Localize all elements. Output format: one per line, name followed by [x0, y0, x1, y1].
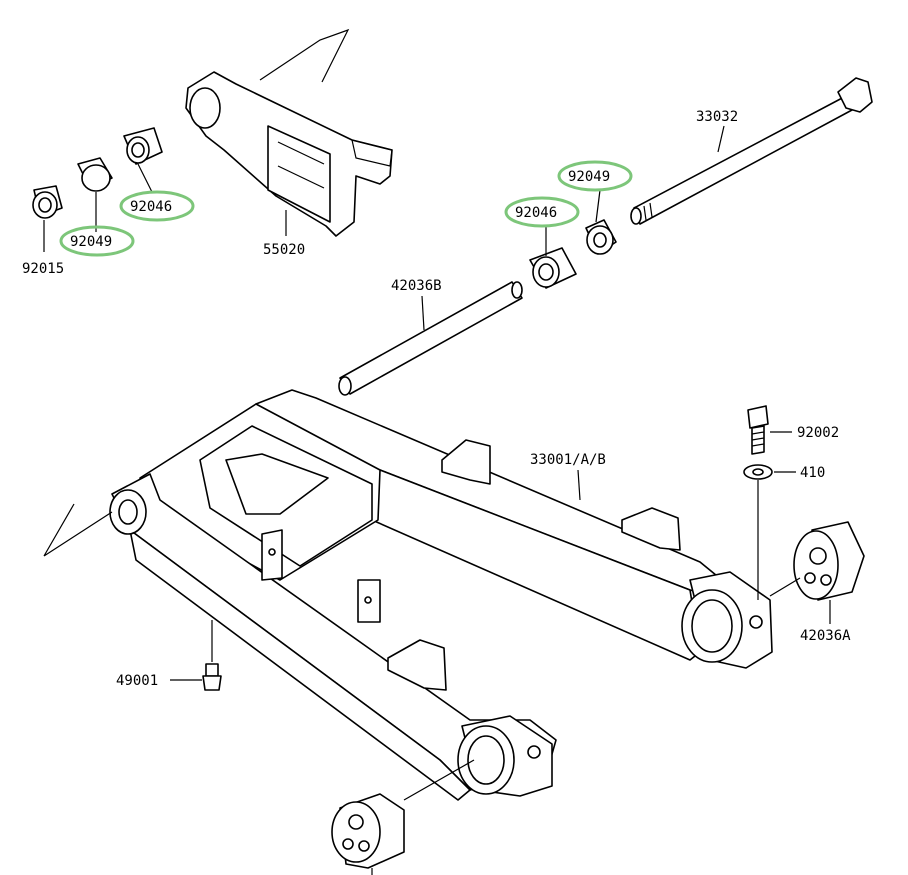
highlight-92049-right	[557, 160, 633, 192]
leader-lines	[43, 125, 831, 875]
bearing-92046-left	[123, 127, 163, 165]
part-labels: 33032 92049 92046 55020 92046 92049 9201…	[22, 109, 851, 689]
highlight-92049-left	[59, 225, 135, 257]
bolt-92002	[747, 405, 769, 455]
highlight-92046-left	[119, 190, 195, 222]
washer-92049-left	[77, 157, 113, 192]
label-92015: 92015	[22, 261, 64, 277]
label-49001: 49001	[116, 673, 158, 689]
label-92046-right: 92046	[515, 205, 557, 221]
label-33032: 33032	[696, 109, 738, 125]
label-92049-left: 92049	[70, 234, 112, 250]
label-33001: 33001/A/B	[530, 452, 606, 468]
bushing-bottom	[331, 793, 405, 869]
torque-link-part	[185, 28, 393, 237]
label-410: 410	[800, 465, 825, 481]
grease-nipple-49001	[202, 663, 222, 691]
highlight-ovals	[59, 160, 633, 257]
bushing-42036A	[793, 521, 865, 601]
collar-92015	[32, 185, 63, 219]
label-55020: 55020	[263, 242, 305, 258]
label-92049-right: 92049	[568, 169, 610, 185]
sleeve-42036B	[338, 281, 523, 396]
label-42036B: 42036B	[391, 278, 442, 294]
washer-92049-right	[585, 219, 617, 255]
swingarm-part	[43, 389, 773, 801]
pivot-shaft-part	[630, 77, 873, 225]
washer-410	[743, 464, 773, 480]
label-92002: 92002	[797, 425, 839, 441]
bearing-92046-right	[529, 247, 577, 289]
highlight-92046-right	[504, 196, 580, 228]
label-42036A: 42036A	[800, 628, 851, 644]
label-92046-left: 92046	[130, 199, 172, 215]
